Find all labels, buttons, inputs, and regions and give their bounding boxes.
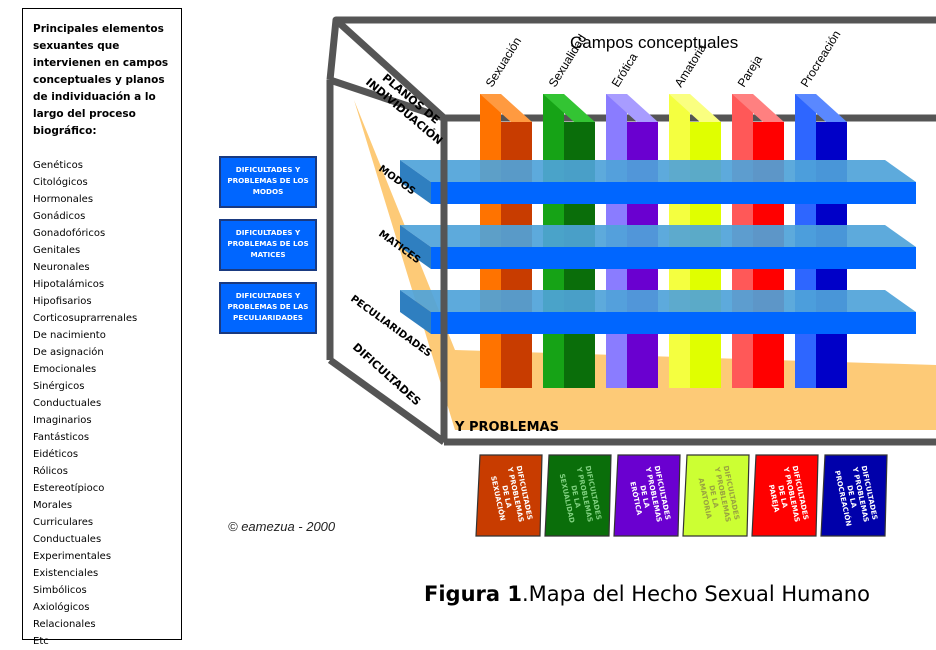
factor-item: Conductuales bbox=[33, 398, 102, 409]
field-difficulty-box-bg bbox=[682, 454, 750, 537]
factor-item: Existenciales bbox=[33, 568, 99, 579]
factor-item: Genéticos bbox=[33, 160, 83, 171]
plane-difficulty-box-2: DIFICULTADES Y PROBLEMAS DE LAS PECULIARID… bbox=[219, 282, 317, 334]
field-column-4: Pareja bbox=[732, 52, 784, 388]
factor-item: Gonadofóricos bbox=[33, 228, 106, 239]
factor-item: Genitales bbox=[33, 245, 81, 256]
field-difficulty-box-bg bbox=[820, 454, 888, 537]
plane-0: MODOS bbox=[376, 160, 916, 204]
plane-difficulty-line: PROBLEMAS DE LAS bbox=[228, 302, 309, 311]
factor-item: Conductuales bbox=[33, 534, 102, 545]
field-column-1: Sexualidad bbox=[543, 32, 595, 388]
factor-item: Simbólicos bbox=[33, 585, 87, 596]
plane-top bbox=[400, 160, 916, 182]
copyright-notice: © eamezua - 2000 bbox=[228, 519, 336, 534]
plane-difficulty-line: PROBLEMAS DE LOS bbox=[227, 239, 308, 248]
factor-item: Hipotalámicos bbox=[33, 279, 105, 290]
planos-label: PLANOS DE INDIVIDUACIÓN bbox=[363, 71, 445, 147]
floor-label-right: Y PROBLEMAS bbox=[454, 420, 559, 435]
plane-difficulty-box-bg bbox=[219, 219, 317, 271]
plane-difficulty-box-bg bbox=[219, 282, 317, 334]
factor-item: Morales bbox=[33, 500, 73, 511]
factor-item: Gonádicos bbox=[33, 211, 86, 222]
factor-item: Hormonales bbox=[33, 194, 94, 205]
plane-side bbox=[400, 290, 431, 334]
field-column-top bbox=[669, 94, 721, 122]
plane-top bbox=[400, 225, 916, 247]
figure-caption-number: Figura 1 bbox=[424, 582, 522, 606]
field-column-top bbox=[606, 94, 658, 122]
factor-item: Fantásticos bbox=[33, 432, 90, 443]
field-difficulty-box-bg bbox=[751, 454, 819, 537]
field-label: Erótica bbox=[609, 50, 641, 89]
field-label: Sexuación bbox=[483, 35, 525, 90]
field-label: Pareja bbox=[735, 52, 765, 89]
field-difficulty-box-bg bbox=[613, 454, 681, 537]
factor-item: Neuronales bbox=[33, 262, 90, 273]
field-difficulty-box-bg bbox=[475, 454, 543, 537]
factor-item: Eidéticos bbox=[33, 449, 79, 460]
factor-item: Corticosuprarrenales bbox=[33, 313, 138, 324]
factor-item: Experimentales bbox=[33, 551, 112, 562]
cube-frame-front bbox=[440, 118, 936, 446]
field-column-top bbox=[543, 94, 595, 122]
figure-caption-text: .Mapa del Hecho Sexual Humano bbox=[521, 582, 870, 606]
field-column-top bbox=[732, 94, 784, 122]
field-label: Procreación bbox=[798, 28, 844, 90]
campos-title: Campos conceptuales bbox=[570, 33, 738, 52]
factor-item: Emocionales bbox=[33, 364, 97, 375]
field-column-top bbox=[795, 94, 847, 122]
plane-difficulty-box-bg bbox=[219, 156, 317, 208]
plane-difficulty-box-1: DIFICULTADES Y PROBLEMAS DE LOS MATICES bbox=[219, 219, 317, 271]
factor-item: Etc bbox=[33, 636, 49, 647]
field-column-2: Erótica bbox=[606, 50, 658, 388]
field-column-3: Amatoria bbox=[669, 41, 721, 388]
factor-item: De asignación bbox=[33, 347, 104, 358]
plane-front bbox=[431, 312, 916, 334]
factor-item: Curriculares bbox=[33, 517, 94, 528]
field-column-0: Sexuación bbox=[480, 35, 532, 388]
plane-difficulty-line: DIFICULTADES Y bbox=[236, 165, 301, 174]
plane-difficulty-box-0: DIFICULTADES Y PROBLEMAS DE LOS MODOS bbox=[219, 156, 317, 208]
factor-item: De nacimiento bbox=[33, 330, 106, 341]
sidebar-title: Principales elementos sexuantes que inte… bbox=[33, 23, 169, 137]
plane-front bbox=[431, 247, 916, 269]
plane-top bbox=[400, 290, 916, 312]
plane-difficulty-line: MATICES bbox=[250, 250, 285, 259]
factor-item: Sinérgicos bbox=[33, 381, 85, 392]
plane-difficulty-line: PECULIARIDADES bbox=[233, 313, 303, 322]
elements-sidebar: Principales elementos sexuantes que inte… bbox=[22, 8, 182, 647]
factor-item: Estereotípioco bbox=[33, 483, 105, 494]
factor-item: Relacionales bbox=[33, 619, 96, 630]
plane-front bbox=[431, 182, 916, 204]
field-column-top bbox=[480, 94, 532, 122]
field-difficulty-box-bg bbox=[544, 454, 612, 537]
factor-item: Hipofisarios bbox=[33, 296, 92, 307]
sexual-fact-map-diagram: Sexuación Sexualidad Erótica Amatoria Pareja… bbox=[219, 16, 936, 537]
plane-difficulty-line: DIFICULTADES Y bbox=[236, 291, 301, 300]
figure-caption: Figura 1.Mapa del Hecho Sexual Humano bbox=[424, 582, 870, 606]
plane-side bbox=[400, 160, 431, 204]
factor-item: Citológicos bbox=[33, 177, 88, 188]
plane-side bbox=[400, 225, 431, 269]
plane-1: MATICES bbox=[376, 225, 916, 269]
plane-difficulty-line: PROBLEMAS DE LOS bbox=[227, 176, 308, 185]
plane-difficulty-line: MODOS bbox=[253, 187, 284, 196]
factor-item: Axiológicos bbox=[33, 602, 90, 613]
factor-item: Rólicos bbox=[33, 466, 68, 477]
factor-item: Imaginarios bbox=[33, 415, 92, 426]
plane-difficulty-line: DIFICULTADES Y bbox=[236, 228, 301, 237]
